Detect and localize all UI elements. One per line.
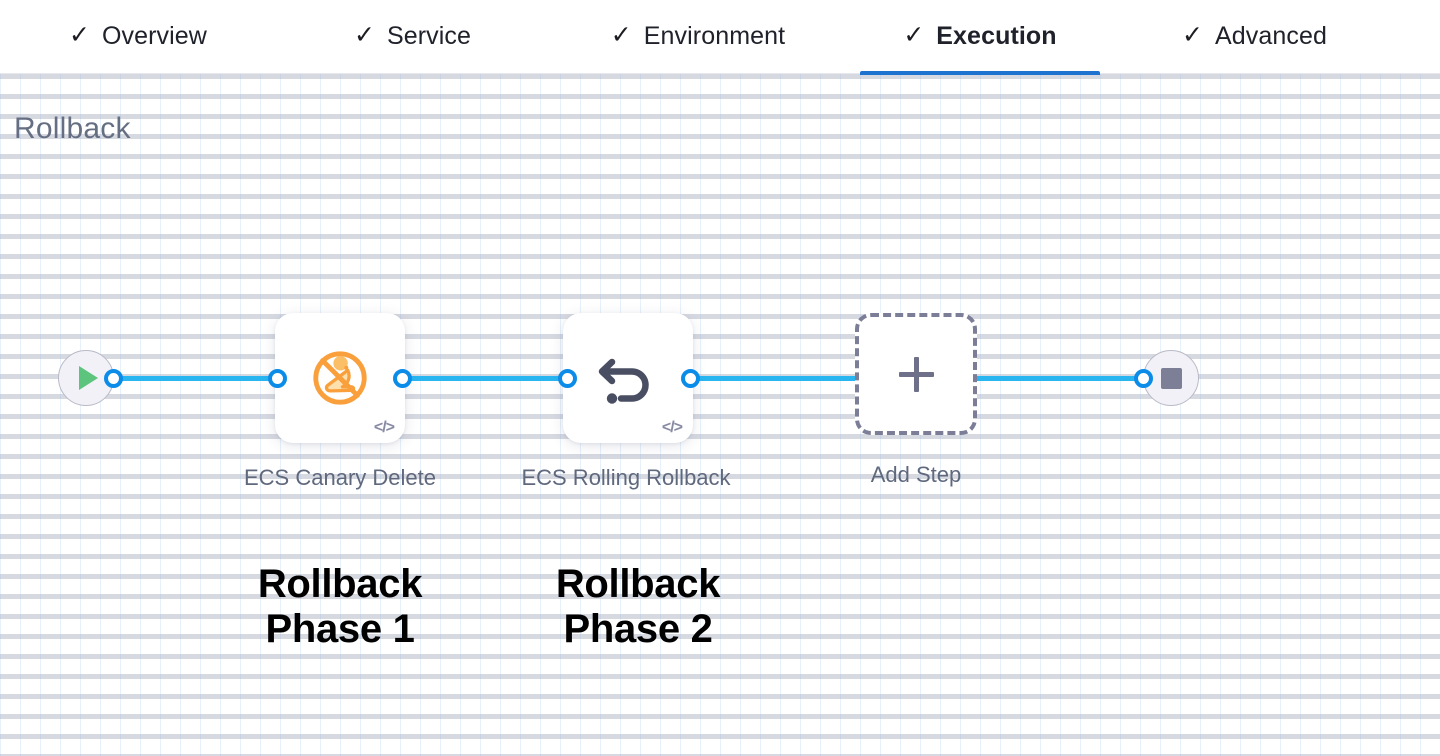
stop-icon [1160,367,1182,389]
connector-dot-start-out[interactable] [104,369,123,388]
step-node-ecs-canary-delete[interactable]: </> [275,313,405,443]
tab-advanced-label: Advanced [1214,22,1327,50]
check-icon: ✓ [610,21,632,49]
step-node-ecs-rolling-rollback[interactable]: </> [563,313,693,443]
code-badge-icon[interactable]: </> [661,419,683,436]
end-node[interactable] [1143,350,1199,406]
add-step-button[interactable] [855,313,977,435]
rollback-pipeline-graph: </> ECS Canary Delete </> ECS Rolling Ro… [0,74,1440,756]
pipeline-canvas[interactable]: Rollback </> [0,74,1440,756]
tab-advanced[interactable]: ✓ Advanced [1142,0,1367,74]
check-icon: ✓ [1182,21,1203,49]
start-node[interactable] [58,350,114,406]
tab-service[interactable]: ✓ Service [325,0,500,74]
section-title-rollback: Rollback [14,112,131,145]
connector-dot-rolling-rollback-out[interactable] [681,369,700,388]
code-badge-icon[interactable]: </> [373,419,395,436]
step-label-ecs-canary-delete: ECS Canary Delete [244,465,436,490]
check-icon: ✓ [69,21,90,49]
tab-service-label: Service [386,22,471,50]
connector-dot-canary-delete-in[interactable] [268,369,287,388]
step-label-ecs-rolling-rollback: ECS Rolling Rollback [521,465,731,490]
tab-environment[interactable]: ✓ Environment [578,0,818,74]
connector-dot-end-in[interactable] [1134,369,1153,388]
tab-active-underline [860,70,1100,75]
check-icon: ✓ [353,21,375,49]
connector-canary-delete-to-rolling-rollback[interactable] [400,376,572,381]
connector-dot-rolling-rollback-in[interactable] [558,369,577,388]
rollback-undo-icon [598,358,649,404]
connector-dot-canary-delete-out[interactable] [393,369,412,388]
connector-add-step-to-end[interactable] [975,376,1145,381]
tab-environment-label: Environment [643,22,786,50]
stage-tab-bar: ✓ Overview ✓ Service ✓ Environment ✓ Exe… [0,0,1440,75]
ecs-canary-delete-icon [313,351,367,405]
plus-icon [913,356,919,392]
connector-rolling-rollback-to-add-step[interactable] [690,376,915,381]
tab-overview[interactable]: ✓ Overview [38,0,238,74]
tab-execution[interactable]: ✓ Execution [860,0,1100,75]
tab-execution-label: Execution [936,22,1057,50]
tab-overview-label: Overview [101,22,207,50]
play-icon [79,366,98,390]
check-icon: ✓ [903,21,925,49]
add-step-label: Add Step [870,462,962,487]
connector-start-to-canary-delete[interactable] [112,376,282,381]
